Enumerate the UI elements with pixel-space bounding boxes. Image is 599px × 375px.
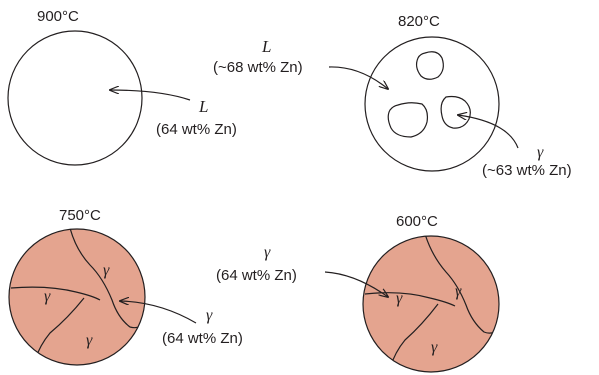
gamma-pointer-arrow xyxy=(120,301,197,324)
gamma-crystal-1 xyxy=(415,51,444,80)
grain-label-3: γ xyxy=(86,332,93,349)
panel-900c: 900°C L (64 wt% Zn) xyxy=(7,8,237,166)
gamma-composition-label: (~63 wt% Zn) xyxy=(482,162,572,179)
gamma-pointer-arrow xyxy=(324,271,388,297)
specimen-outline xyxy=(8,228,146,366)
temperature-label-900c: 900°C xyxy=(37,8,79,25)
liquid-composition-label: (64 wt% Zn) xyxy=(156,121,237,138)
liquid-pointer-arrow xyxy=(110,90,191,101)
gamma-pointer-arrow xyxy=(458,115,519,149)
liquid-matrix-circle xyxy=(364,36,500,172)
gamma-composition-label: (64 wt% Zn) xyxy=(162,330,243,347)
panel-820c: 820°C L (~68 wt% Zn) γ (~63 wt% Zn) xyxy=(213,13,572,179)
gamma-crystal-3 xyxy=(440,95,471,129)
grain-label-1: γ xyxy=(103,262,110,279)
temperature-label-820c: 820°C xyxy=(398,13,440,30)
specimen-outline xyxy=(362,235,500,373)
liquid-phase-label: L xyxy=(261,37,271,56)
gamma-crystal-2 xyxy=(387,102,429,138)
grain-boundaries xyxy=(10,229,145,361)
liquid-circle xyxy=(7,30,143,166)
gamma-phase-label: γ xyxy=(206,307,213,324)
grain-label-2: γ xyxy=(396,290,403,307)
grain-label-1: γ xyxy=(455,283,462,300)
solid-circle xyxy=(363,236,499,372)
liquid-pointer-arrow xyxy=(328,66,388,89)
solid-circle xyxy=(9,229,145,365)
panel-750c: 750°C γ γ γ γ (64 wt% Zn) xyxy=(8,207,243,366)
panel-600c: 600°C γ γ γ γ (64 wt% Zn) xyxy=(216,213,500,373)
liquid-composition-label: (~68 wt% Zn) xyxy=(213,59,303,76)
temperature-label-750c: 750°C xyxy=(59,207,101,224)
gamma-composition-label: (64 wt% Zn) xyxy=(216,267,297,284)
gamma-phase-label: γ xyxy=(537,144,544,161)
gamma-phase-label: γ xyxy=(264,244,271,261)
liquid-phase-label: L xyxy=(198,97,208,116)
temperature-label-600c: 600°C xyxy=(396,213,438,230)
grain-label-3: γ xyxy=(431,339,438,356)
grain-label-2: γ xyxy=(44,288,51,305)
